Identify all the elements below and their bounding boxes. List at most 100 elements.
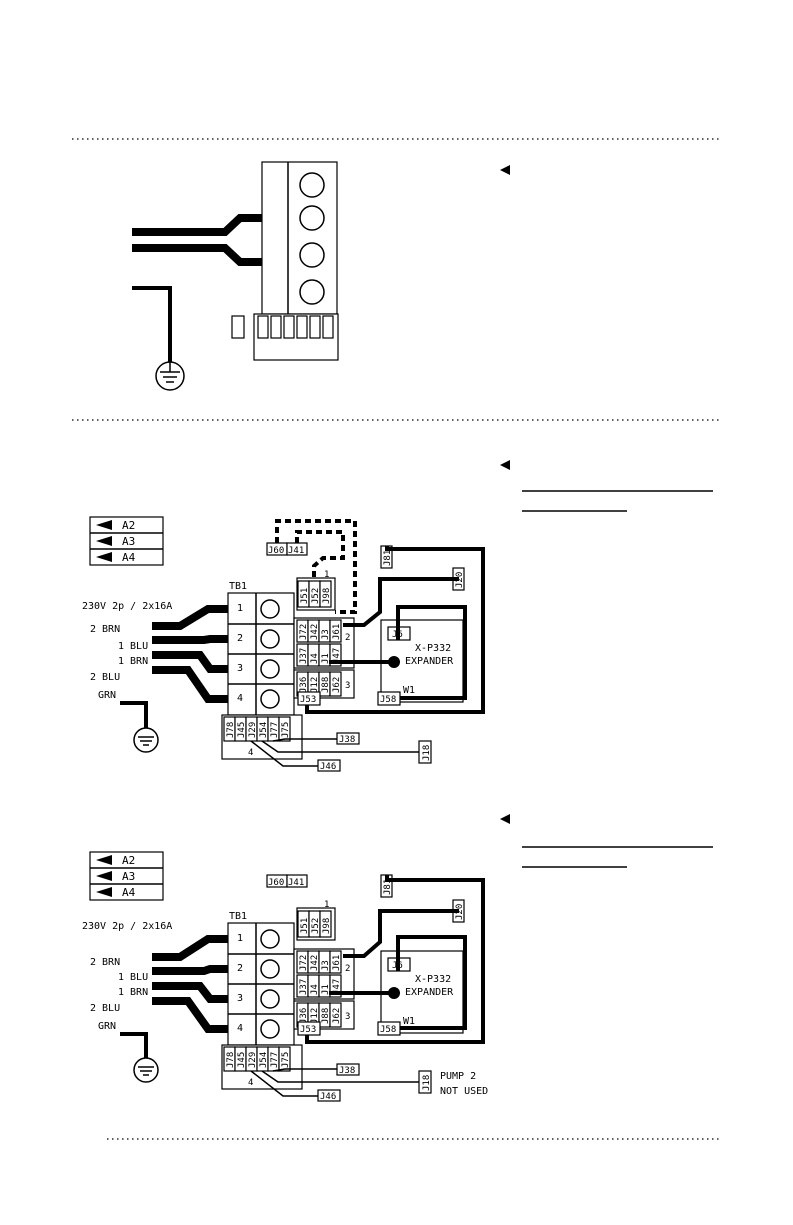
wire-label: 1 BRN <box>118 656 148 667</box>
connector-label: J47 <box>332 979 342 995</box>
connector-label: J29 <box>248 722 258 738</box>
connector-label: J42 <box>310 955 320 971</box>
wire-label: 1 BLU <box>118 641 148 652</box>
connector-label: J88 <box>321 1008 331 1024</box>
connector-label: J98 <box>322 918 332 934</box>
connector-label: J98 <box>322 588 332 604</box>
terminal-block-label: TB1 <box>229 911 247 922</box>
pointer-arrow-icon <box>500 165 510 175</box>
connector-label: J54 <box>259 722 269 738</box>
group-number: 4 <box>248 748 253 758</box>
connector-label: J88 <box>321 677 331 693</box>
connector-label: J12 <box>310 677 320 693</box>
connector-label: J42 <box>310 624 320 640</box>
connector-label: J58 <box>380 695 396 705</box>
connector-label: J37 <box>299 979 309 995</box>
connector-label: J37 <box>299 648 309 664</box>
connector-label: J60 <box>268 878 284 888</box>
connector-label: J38 <box>339 1066 355 1076</box>
connector-label: J45 <box>237 722 247 738</box>
expander-label: EXPANDER <box>405 987 454 998</box>
wiring-diagram-b: A2 A3 A4 230V 2p / 2x16A TB1 1 2 3 4 2 B… <box>82 851 488 1102</box>
wire-label: GRN <box>98 1021 116 1032</box>
terminal-number: 3 <box>237 663 243 674</box>
terminal-number: 2 <box>237 633 243 644</box>
terminal-number: 1 <box>237 603 243 614</box>
connector-label: J41 <box>288 878 304 888</box>
connector-label: J51 <box>300 588 310 604</box>
connector-label: J81 <box>383 550 393 566</box>
connector-label: J18 <box>422 1075 432 1091</box>
expander-label: X-P332 <box>415 643 451 654</box>
group-number: 1 <box>324 570 329 580</box>
wire-label: 2 BRN <box>90 957 120 968</box>
connector-label: J46 <box>320 1092 336 1102</box>
terminal-block-closeup <box>132 161 339 391</box>
wire-label: 2 BRN <box>90 624 120 635</box>
connector-label: J77 <box>270 1052 280 1068</box>
terminal-number: 4 <box>237 693 243 704</box>
connector-label: J3 <box>321 960 331 971</box>
ground-icon <box>155 361 185 391</box>
connector-label: J1 <box>321 984 331 995</box>
wire-label: 1 BLU <box>118 972 148 983</box>
terminal-block-label: TB1 <box>229 581 247 592</box>
connector-label: J72 <box>299 624 309 640</box>
supply-label: 230V 2p / 2x16A <box>82 601 172 612</box>
expander-label: EXPANDER <box>405 656 454 667</box>
connector-label: J62 <box>332 1008 342 1024</box>
ground-icon <box>133 1057 159 1083</box>
supply-label: 230V 2p / 2x16A <box>82 921 172 932</box>
connector-label: J52 <box>311 588 321 604</box>
connector-label: J61 <box>332 624 342 640</box>
wiring-diagram-a: A2 A3 A4 230V 2p / 2x16A TB1 1 2 3 4 2 B… <box>82 516 485 772</box>
connector-label: J78 <box>226 1052 236 1068</box>
connector-label: J4 <box>310 653 320 664</box>
group-number: 1 <box>324 900 329 910</box>
connector-label: J36 <box>299 677 309 693</box>
connector-label: J4 <box>310 984 320 995</box>
connector-label: J20 <box>455 904 465 920</box>
connector-label: J81 <box>383 879 393 895</box>
connector-label: J78 <box>226 722 236 738</box>
connector-label: J3 <box>321 629 331 640</box>
connector-label: J36 <box>299 1008 309 1024</box>
connector-label: J38 <box>339 735 355 745</box>
connector-label: J77 <box>270 722 280 738</box>
connector-label: J61 <box>332 955 342 971</box>
terminal-number: 2 <box>237 963 243 974</box>
wire-label: 2 BLU <box>90 672 120 683</box>
group-number: 3 <box>345 681 350 691</box>
legend-item: A2 <box>122 519 135 532</box>
connector-label: J18 <box>422 745 432 761</box>
connector-label: J12 <box>310 1008 320 1024</box>
group-number: 2 <box>345 964 350 974</box>
connector-label: J29 <box>248 1052 258 1068</box>
connector-label: J51 <box>300 918 310 934</box>
connector-label: J20 <box>455 572 465 588</box>
pointer-arrow-icon <box>500 814 510 824</box>
connector-label: J54 <box>259 1052 269 1068</box>
connector-label: J47 <box>332 648 342 664</box>
connector-label: J53 <box>300 1025 316 1035</box>
connector-label: J1 <box>321 653 331 664</box>
connector-label: J53 <box>300 695 316 705</box>
legend: A2 A3 A4 <box>89 851 164 901</box>
legend-item: A3 <box>122 870 135 883</box>
connector-label: J52 <box>311 918 321 934</box>
connector-label: J46 <box>320 762 336 772</box>
legend: A2 A3 A4 <box>89 516 164 566</box>
group-number: 3 <box>345 1012 350 1022</box>
expander-wire-label: W1 <box>403 685 415 696</box>
legend-item: A2 <box>122 854 135 867</box>
connector-label: J58 <box>380 1025 396 1035</box>
expander-wire-label: W1 <box>403 1016 415 1027</box>
legend-item: A4 <box>122 551 136 564</box>
terminal-number: 3 <box>237 993 243 1004</box>
group-number: 4 <box>248 1078 253 1088</box>
connector-label: J75 <box>281 1052 291 1068</box>
pump-note: NOT USED <box>440 1086 488 1097</box>
connector-label: J41 <box>288 546 304 556</box>
ground-icon <box>133 727 159 753</box>
